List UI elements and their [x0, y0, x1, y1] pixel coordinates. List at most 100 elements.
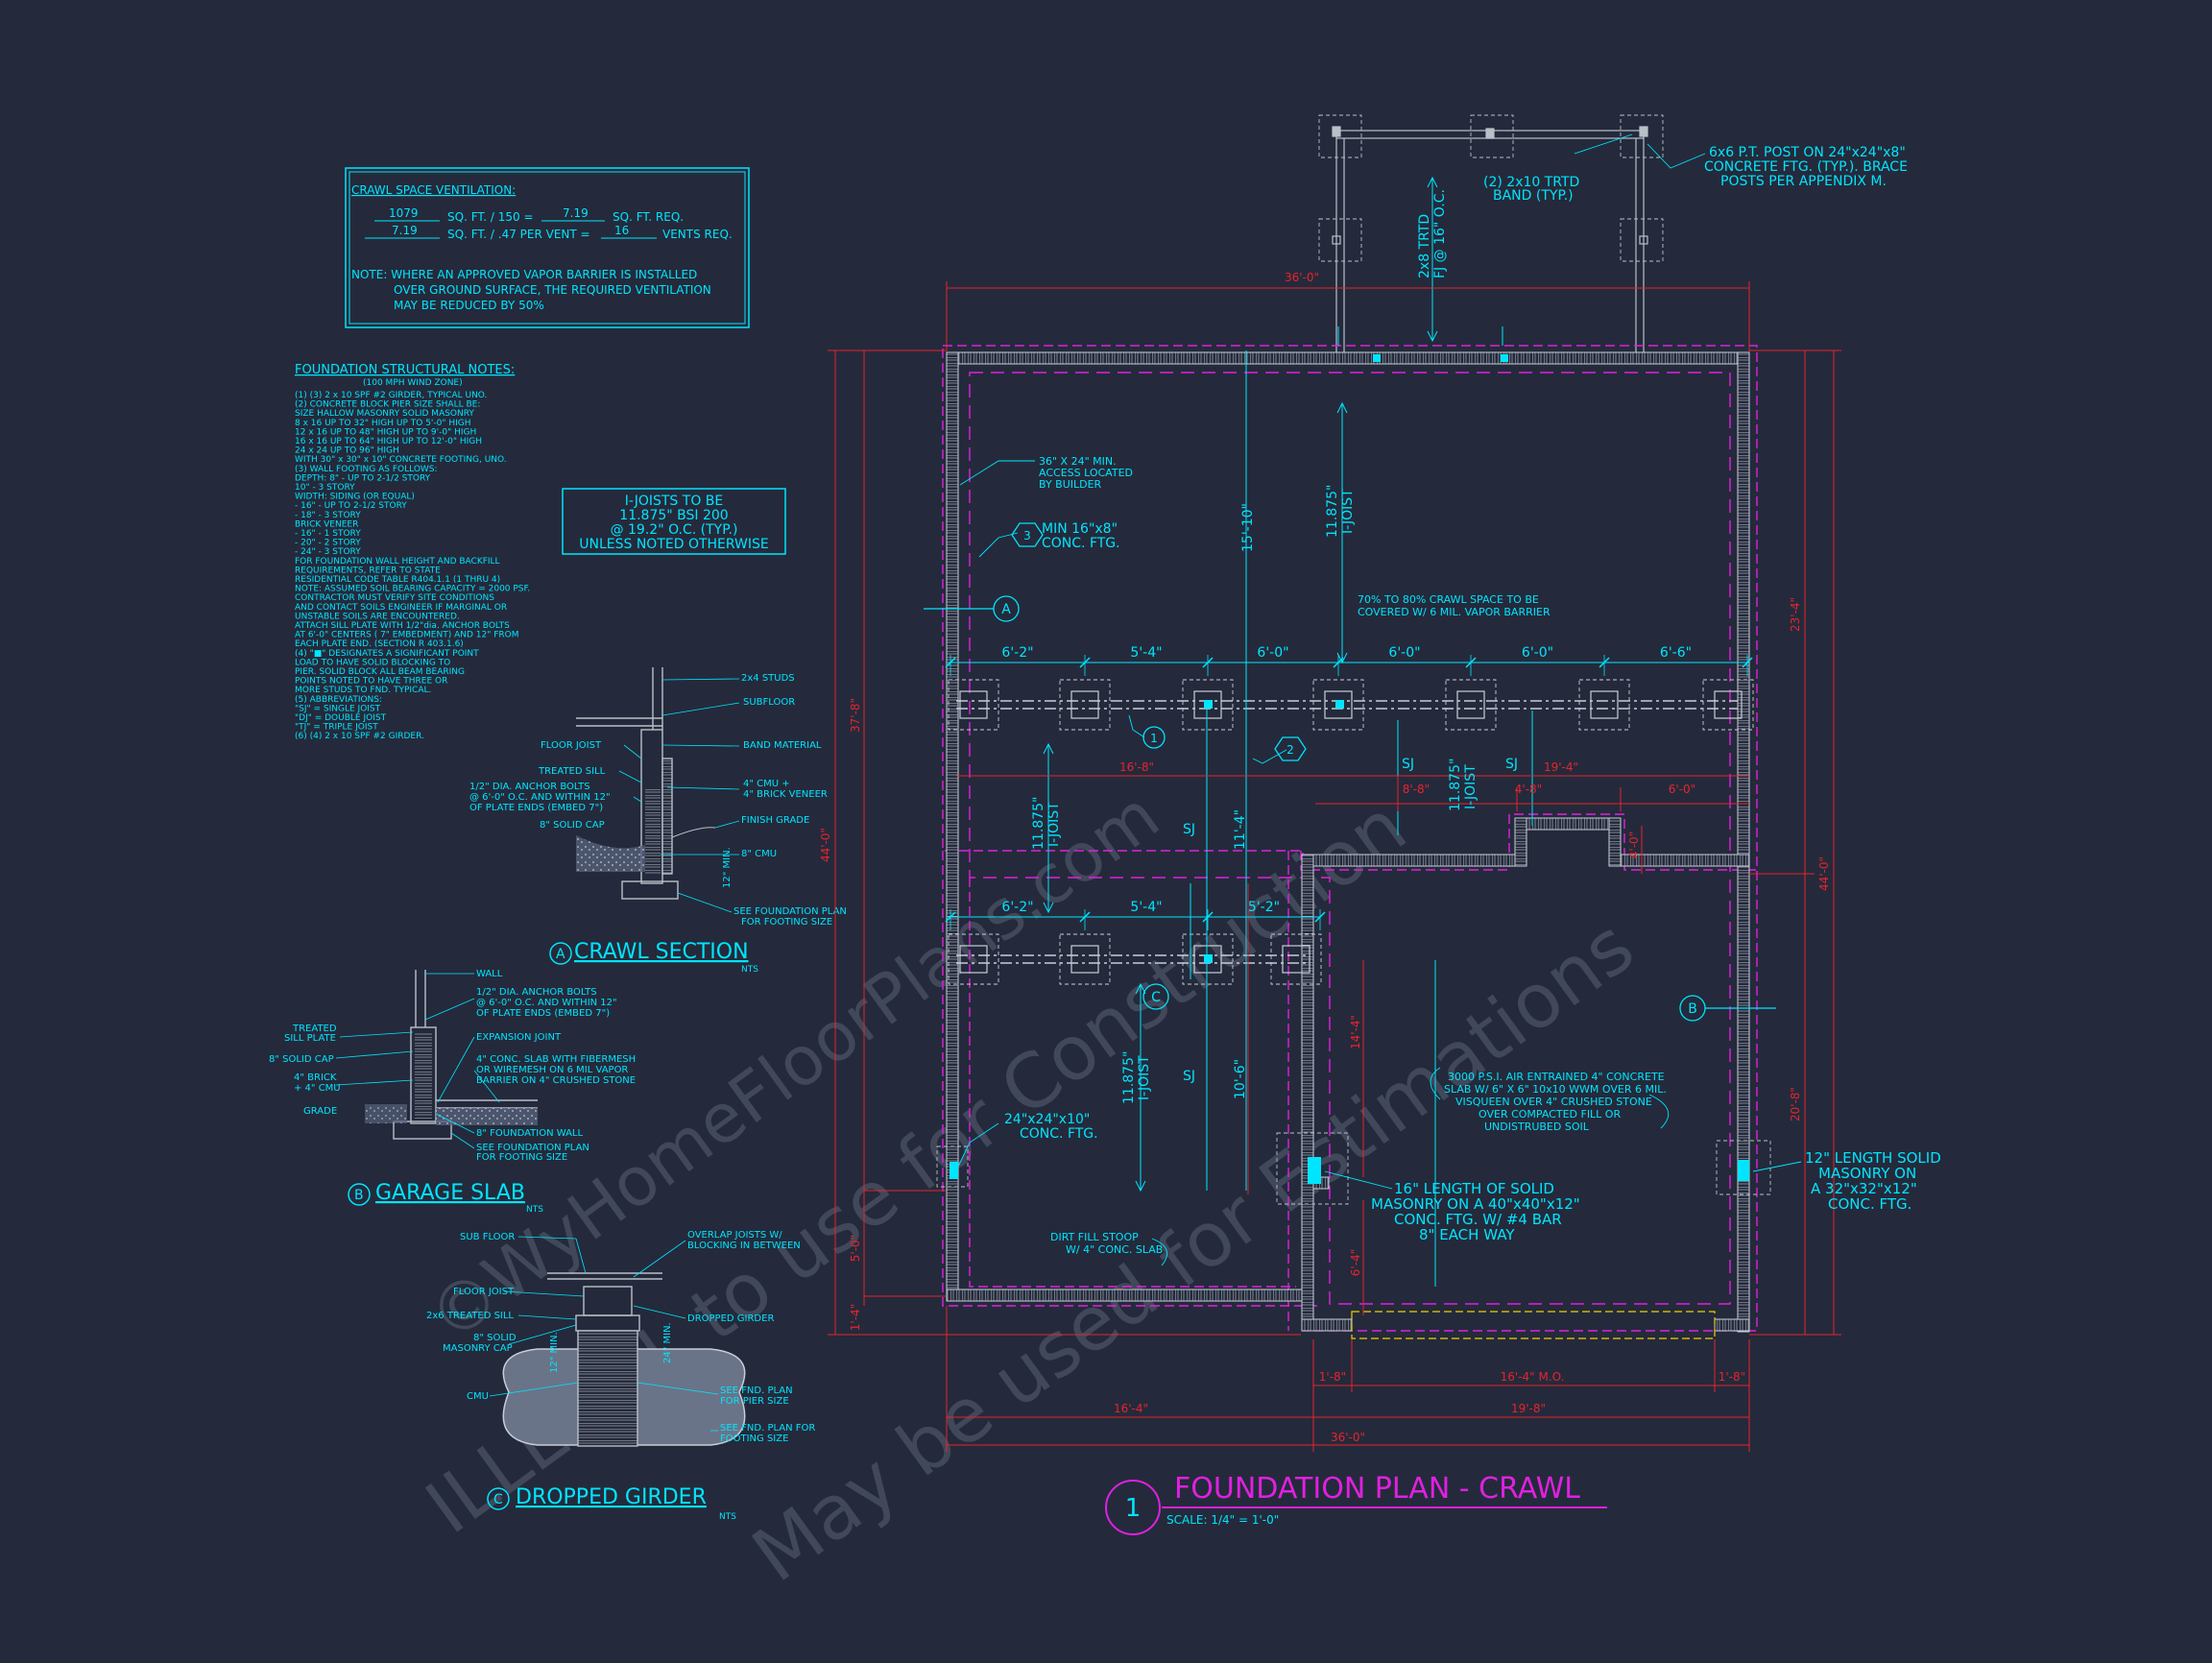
garage-slab-detail: WALL 1/2" DIA. ANCHOR BOLTS @ 6'-0" O.C.… [269, 969, 636, 1215]
vent-row2-v2: 16 [614, 224, 629, 237]
mas16-3: CONC. FTG. W/ #4 BAR [1394, 1211, 1562, 1228]
dimension-lines [828, 281, 1841, 1452]
mas12-3: A 32"x32"x12" [1811, 1180, 1917, 1197]
gs-slab3: BARRIER ON 4" CRUSHED STONE [476, 1075, 636, 1086]
vapor-2: COVERED W/ 6 MIL. VAPOR BARRIER [1358, 606, 1551, 618]
joist-arrows [1043, 176, 1438, 1193]
dim-left-low2: 1'-4" [849, 1304, 862, 1331]
notes-line: (2) CONCRETE BLOCK PIER SIZE SHALL BE: [295, 400, 480, 410]
notes-line: 16 x 16 UP TO 64" HIGH UP TO 12'-0" HIGH [295, 437, 482, 446]
gs-brick2: + 4" CMU [294, 1083, 341, 1094]
trtd-1: 2x8 TRTD [1417, 214, 1432, 278]
pier-footing [1702, 679, 1754, 731]
ijoist-box: I-JOISTS TO BE 11.875" BSI 200 @ 19.2" O… [562, 488, 786, 555]
dimension-texts: 36'-0" 36'-0" 16'-4" 19'-8" 16'-4" M.O. … [819, 271, 1831, 1444]
notes-line: - 18" - 3 STORY [295, 511, 361, 520]
ventilation-title: CRAWL SPACE VENTILATION: [351, 183, 516, 197]
cs-min: 12" MIN. [722, 847, 733, 888]
notes-line: RESIDENTIAL CODE TABLE R404.1.1 (1 THRU … [295, 575, 500, 585]
cs-studs: 2x4 STUDS [741, 673, 795, 684]
dim-bot-right: 19'-8" [1511, 1402, 1546, 1415]
notes-line: NOTE: ASSUMED SOIL BEARING CAPACITY = 20… [295, 585, 530, 594]
notes-line: - 16" - 1 STORY [295, 529, 361, 539]
dg-title: DROPPED GIRDER [516, 1485, 707, 1509]
structural-notes: FOUNDATION STRUCTURAL NOTES: (100 MPH WI… [295, 363, 530, 741]
notes-line: AND CONTACT SOILS ENGINEER IF MARGINAL O… [295, 603, 507, 613]
slab-3: VISQUEEN OVER 4" CRUSHED STONE [1455, 1096, 1652, 1108]
pier-footing [948, 933, 999, 985]
gs-expansion: EXPANSION JOINT [476, 1032, 562, 1043]
pier [959, 690, 988, 719]
girder-spacing-row2: 6'-2"5'-4"5'-2" [945, 900, 1326, 930]
dg-overlap1: OVERLAP JOISTS W/ [687, 1230, 782, 1241]
pier [1456, 690, 1485, 719]
cs-anchor: 1/2" DIA. ANCHOR BOLTS [469, 782, 590, 792]
cs-anchor2: @ 6'-0" O.C. AND WITHIN 12" [469, 792, 611, 803]
dg-marker: C [493, 1492, 503, 1507]
notes-line: REQUIREMENTS, REFER TO STATE [295, 566, 441, 575]
dim-bot-left: 16'-4" [1114, 1402, 1148, 1415]
ij-low-len: 11.875" [1121, 1051, 1137, 1104]
vent-row1-t2: SQ. FT. REQ. [613, 210, 684, 224]
notes-line: - 20" - 2 STORY [295, 539, 361, 548]
notes-line: AT 6'-0" CENTERS ( 7" EMBEDMENT) AND 12"… [295, 631, 519, 640]
gs-grade: GRADE [303, 1106, 337, 1117]
foundation-plan: 36'-0" 36'-0" 16'-4" 19'-8" 16'-4" M.O. … [819, 114, 1941, 1535]
spacing-dim: 6'-0" [1522, 645, 1553, 661]
spacing-dim: 5'-4" [1130, 645, 1162, 661]
span-mid: 11'-4" [1233, 809, 1248, 850]
post-note-3: POSTS PER APPENDIX M. [1720, 174, 1887, 189]
pier-footing [948, 679, 999, 731]
gs-anchor1: 1/2" DIA. ANCHOR BOLTS [476, 987, 597, 998]
grid-labels: A B C 1 2 3 [1001, 529, 1697, 1017]
vent-row1-v2: 7.19 [563, 206, 589, 220]
cs-fplan1: SEE FOUNDATION PLAN [733, 906, 847, 917]
band-note-2: BAND (TYP.) [1493, 188, 1574, 204]
access-1: 36" X 24" MIN. [1039, 455, 1117, 468]
notes-line: - 16" - UP TO 2-1/2 STORY [295, 501, 407, 511]
dg-subfloor: SUB FLOOR [460, 1232, 515, 1242]
mas12-4: CONC. FTG. [1828, 1195, 1911, 1213]
band-note-1: (2) 2x10 TRTD [1483, 175, 1579, 190]
notes-line: DEPTH: 8" - UP TO 2-1/2 STORY [295, 473, 431, 483]
access-2: ACCESS LOCATED [1039, 467, 1133, 479]
ij-mid-len: 11.875" [1031, 797, 1046, 850]
pier [1590, 690, 1619, 719]
slab-2: SLAB W/ 6" X 6" 10x10 WWM OVER 6 MIL. [1444, 1083, 1667, 1096]
cs-anchor3: OF PLATE ENDS (EMBED 7") [469, 803, 603, 813]
mas16-1: 16" LENGTH OF SOLID [1394, 1180, 1554, 1197]
dim-g-b: 4'-8" [1515, 783, 1542, 796]
vent-note-3: MAY BE REDUCED BY 50% [394, 299, 544, 312]
dg-min12: 12" MIN. [549, 1332, 560, 1373]
vent-note-2: OVER GROUND SURFACE, THE REQUIRED VENTIL… [394, 283, 711, 297]
cs-brick: 4" BRICK VENEER [743, 789, 828, 800]
notes-line: 12 x 16 UP TO 48" HIGH UP TO 9'-0" HIGH [295, 427, 476, 437]
ventilation-panel: CRAWL SPACE VENTILATION: 1079 SQ. FT. / … [345, 167, 750, 328]
dim-mid-right: 19'-4" [1544, 760, 1578, 774]
dim-mid-left: 16'-8" [1119, 760, 1154, 774]
pier [1324, 690, 1353, 719]
notes-line: 8 x 16 UP TO 32" HIGH UP TO 5'-0" HIGH [295, 419, 471, 428]
gs-solid-cap: 8" SOLID CAP [269, 1054, 334, 1065]
stoop-2: W/ 4" CONC. SLAB [1066, 1243, 1163, 1256]
vent-row2-t2: VENTS REQ. [662, 228, 733, 241]
cs-title: CRAWL SECTION [574, 940, 749, 964]
cs-marker: A [556, 947, 565, 962]
pier-footing [1270, 933, 1322, 985]
pier-footing [1059, 679, 1111, 731]
dim-bump: 4'-0" [1627, 832, 1641, 858]
gs-fplan2: FOR FOOTING SIZE [476, 1152, 567, 1163]
mas16-2: MASONRY ON A 40"x40"x12" [1371, 1195, 1580, 1213]
notes-line: BRICK VENEER [295, 519, 358, 529]
gs-fplan1: SEE FOUNDATION PLAN [476, 1143, 589, 1153]
grid-2: 2 [1286, 743, 1294, 757]
foundation-walls [946, 351, 1750, 1333]
sj-2: SJ [1505, 757, 1518, 772]
dim-garage-door: 16'-4" M.O. [1501, 1370, 1565, 1384]
dg-floor-joist: FLOOR JOIST [453, 1287, 515, 1297]
spacing-dim: 6'-0" [1257, 645, 1288, 661]
cs-cmu8: 8" CMU [741, 849, 777, 859]
pier [1714, 690, 1743, 719]
gs-marker: B [354, 1188, 364, 1203]
gs-treated2: SILL PLATE [284, 1033, 336, 1044]
